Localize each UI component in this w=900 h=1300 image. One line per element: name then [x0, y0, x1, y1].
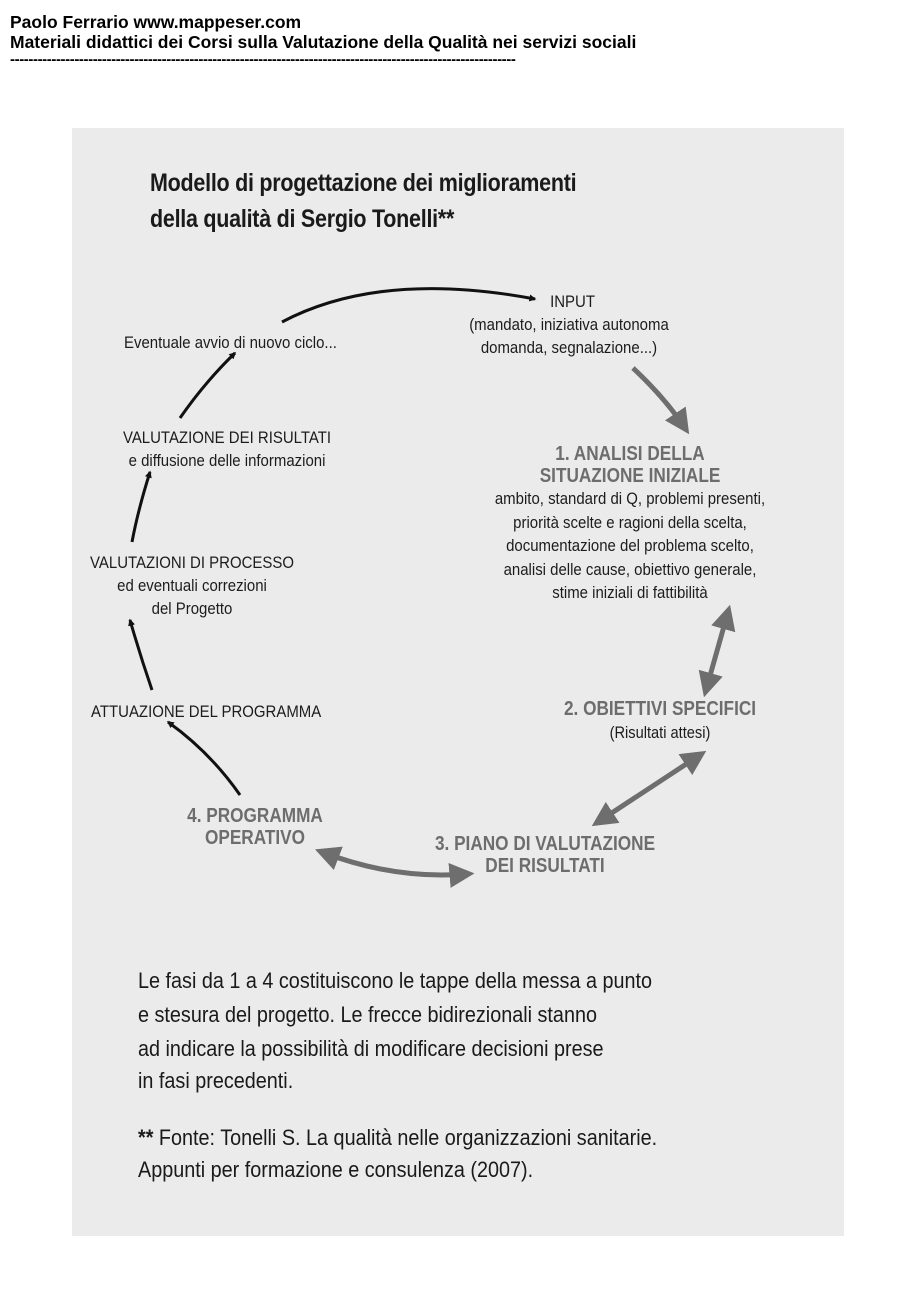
- phase3-title-line2: DEI RISULTATI: [485, 855, 605, 877]
- diagram-title-line1: Modello di progettazione dei miglioramen…: [150, 169, 577, 197]
- phase2-box: 2. OBIETTIVI SPECIFICI (Risultati attesi…: [540, 698, 781, 744]
- phase1-detail-5: stime iniziali di fattibilità: [552, 583, 708, 602]
- header-author-line: Paolo Ferrario www.mappeser.com: [10, 12, 302, 32]
- note-line-4: in fasi precedenti.: [138, 1068, 294, 1093]
- arrow-phase1-phase2: [698, 604, 736, 698]
- phase1-title-line1: 1. ANALISI DELLA: [555, 443, 705, 465]
- phase3-title: 3. PIANO DI VALUTAZIONE DEI RISULTATI: [420, 833, 669, 877]
- valutazioni-processo-box: VALUTAZIONI DI PROCESSO ed eventuali cor…: [78, 551, 307, 620]
- arrow-input-to-phase1: [631, 366, 690, 435]
- valutazioni-processo-line3: del Progetto: [151, 599, 233, 618]
- input-title: INPUT: [550, 292, 595, 311]
- source-text-1: Fonte: Tonelli S. La qualità nelle organ…: [153, 1125, 658, 1150]
- diagram-title-line2: della qualità di Sergio Tonelli**: [150, 205, 455, 233]
- input-line-2: domanda, segnalazione...): [480, 338, 658, 357]
- arrow-processo-to-risultati: [130, 470, 152, 543]
- phase4-title-line1: 4. PROGRAMMA: [187, 805, 323, 827]
- header-course-line: Materiali didattici dei Corsi sulla Valu…: [10, 32, 637, 52]
- arrow-to-input: [281, 287, 537, 324]
- valutazione-risultati-line1: VALUTAZIONE DEI RISULTATI: [122, 428, 332, 447]
- attuazione-label: ATTUAZIONE DEL PROGRAMMA: [91, 702, 322, 721]
- input-box: INPUT (mandato, iniziativa autonoma doma…: [433, 290, 706, 359]
- phase4-title-line2: OPERATIVO: [204, 827, 306, 849]
- phase1-title-line2: SITUAZIONE INIZIALE: [539, 465, 721, 487]
- page-header: Paolo Ferrario www.mappeser.com Material…: [10, 12, 636, 68]
- phase1-detail-3: documentazione del problema scelto,: [506, 536, 754, 555]
- phase1-detail-1: ambito, standard di Q, problemi presenti…: [494, 489, 766, 508]
- arrow-phase3-phase4: [314, 846, 475, 888]
- note-line-2: e stesura del progetto. Le frecce bidire…: [138, 1002, 597, 1027]
- source-line-2: Appunti per formazione e consulenza (200…: [138, 1157, 534, 1182]
- header-rule: ----------------------------------------…: [10, 51, 516, 68]
- phase4-title: 4. PROGRAMMA OPERATIVO: [169, 805, 341, 849]
- nuovo-ciclo-label: Eventuale avvio di nuovo ciclo...: [124, 333, 337, 352]
- input-line-1: (mandato, iniziativa autonoma: [469, 315, 669, 334]
- source-mark: **: [138, 1125, 154, 1150]
- arrow-attuazione-to-processo: [128, 618, 154, 691]
- phase3-title-line1: 3. PIANO DI VALUTAZIONE: [434, 833, 656, 855]
- phase2-subtitle: (Risultati attesi): [609, 723, 711, 742]
- valutazione-risultati-box: VALUTAZIONE DEI RISULTATI e diffusione d…: [99, 426, 354, 472]
- valutazioni-processo-line1: VALUTAZIONI DI PROCESSO: [90, 553, 294, 572]
- note-line-1: Le fasi da 1 a 4 costituiscono le tappe …: [138, 968, 653, 993]
- valutazioni-processo-line2: ed eventuali correzioni: [117, 576, 267, 595]
- phase1-title: 1. ANALISI DELLA SITUAZIONE INIZIALE: [501, 443, 759, 487]
- phase1-detail-4: analisi delle cause, obiettivo generale,: [503, 559, 757, 579]
- arrow-phase4-to-attuazione: [166, 720, 242, 796]
- phase1-details: ambito, standard di Q, problemi presenti…: [463, 487, 797, 605]
- arrow-phase2-phase3: [591, 750, 707, 827]
- phase2-title: 2. OBIETTIVI SPECIFICI: [563, 698, 757, 720]
- note-line-3: ad indicare la possibilità di modificare…: [138, 1036, 604, 1061]
- arrow-risultati-to-nuovo-ciclo: [178, 351, 237, 419]
- phase1-detail-2: priorità scelte e ragioni della scelta,: [513, 512, 747, 532]
- valutazione-risultati-line2: e diffusione delle informazioni: [128, 451, 326, 470]
- source-line-1: ** Fonte: Tonelli S. La qualità nelle or…: [138, 1123, 657, 1153]
